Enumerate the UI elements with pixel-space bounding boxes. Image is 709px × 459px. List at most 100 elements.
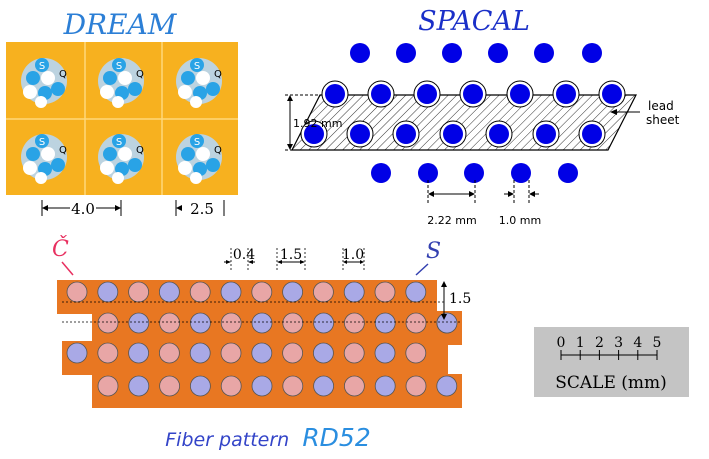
rd52-copper-strips	[57, 280, 462, 408]
dream-q-fiber-label: Q	[214, 69, 222, 80]
spacal-fiber	[350, 43, 370, 63]
dream-q-fiber	[118, 147, 132, 161]
rd52-c-fiber	[405, 375, 427, 397]
spacal-dim-thickness-label: 1.92 mm	[293, 117, 342, 130]
rd52-c-fiber	[343, 312, 365, 334]
spacal-dim-fiber-label: 1.0 mm	[499, 214, 541, 227]
dream-dim-right-label: 2.5	[190, 200, 214, 218]
rd52-c-pointer	[61, 261, 74, 276]
dream-s-fiber	[26, 147, 40, 161]
rd52-c-fiber	[282, 312, 304, 334]
dream-q-fiber	[178, 161, 192, 175]
rd52-c-fiber	[128, 281, 150, 303]
dream-q-fiber-label: Q	[59, 145, 67, 156]
rd52-c-fiber	[220, 375, 242, 397]
dream-q-fiber	[100, 85, 114, 99]
scale-label: SCALE (mm)	[555, 373, 667, 393]
dream-dimension-width: 4.0	[41, 200, 122, 218]
rd52-s-fiber	[189, 342, 211, 364]
rd52-c-fiber	[374, 281, 396, 303]
spacal-fiber	[510, 84, 530, 104]
rd52-title: Fiber pattern RD52	[165, 423, 371, 452]
rd52-s-fiber	[343, 281, 365, 303]
dream-q-fiber	[100, 161, 114, 175]
rd52-title-name: RD52	[302, 423, 370, 452]
spacal-fiber	[464, 163, 484, 183]
spacal-fiber	[582, 124, 602, 144]
dream-s-fiber	[206, 82, 220, 96]
dream-s-fiber	[26, 71, 40, 85]
rd52-c-fiber	[282, 375, 304, 397]
rd52-s-fiber	[436, 375, 458, 397]
dream-q-fiber	[196, 147, 210, 161]
rd52-s-fiber	[251, 342, 273, 364]
dream-fiber-tile: SQ	[98, 134, 144, 184]
rd52-c-fiber	[159, 312, 181, 334]
dream-s-fiber	[112, 58, 126, 72]
rd52-c-fiber	[405, 312, 427, 334]
spacal-lead-label-2: sheet	[646, 113, 680, 127]
dream-q-fiber	[112, 172, 124, 184]
rd52-c-fiber	[97, 375, 119, 397]
dream-s-fiber-label: S	[39, 61, 45, 72]
dream-q-fiber	[190, 96, 202, 108]
rd52-s-fiber	[436, 312, 458, 334]
scale-tick-label: 4	[633, 335, 642, 351]
dream-s-fiber	[35, 134, 49, 148]
spacal-dimension-thickness: 1.92 mm	[285, 94, 342, 151]
dream-s-fiber	[128, 158, 142, 172]
rd52-s-fiber	[189, 375, 211, 397]
dream-s-fiber	[35, 58, 49, 72]
spacal-title: SPACAL	[418, 6, 530, 37]
spacal-fiber	[556, 84, 576, 104]
rd52-dimension-c: 1.0	[342, 247, 365, 272]
dream-s-fiber	[190, 134, 204, 148]
spacal-fiber	[443, 124, 463, 144]
dream-q-fiber	[112, 96, 124, 108]
spacal-fibers	[300, 43, 626, 183]
rd52-s-fiber	[97, 281, 119, 303]
dream-s-fiber	[206, 158, 220, 172]
spacal-fiber	[396, 43, 416, 63]
rd52-s-fiber	[128, 375, 150, 397]
rd52-copper-strip	[57, 280, 437, 304]
dream-s-fiber	[181, 147, 195, 161]
spacal-fiber	[371, 84, 391, 104]
dream-q-fiber-label: Q	[136, 69, 144, 80]
rd52-c-fiber	[282, 342, 304, 364]
rd52-s-fiber	[220, 281, 242, 303]
dream-s-fiber-label: S	[116, 137, 122, 148]
rd52-s-fiber	[313, 312, 335, 334]
spacal-fiber	[488, 43, 508, 63]
spacal-fiber	[371, 163, 391, 183]
spacal-fiber	[418, 163, 438, 183]
spacal-fiber	[325, 84, 345, 104]
rd52-s-fiber	[405, 281, 427, 303]
dream-fiber-tile: SQ	[98, 58, 144, 108]
rd52-s-label: S	[426, 239, 441, 264]
dream-dimension-right: 2.5	[175, 200, 225, 218]
spacal-lead-label-1: lead	[648, 99, 674, 113]
rd52-c-fiber	[251, 281, 273, 303]
rd52-c-fiber	[66, 281, 88, 303]
rd52-c-fiber	[97, 342, 119, 364]
dream-title: DREAM	[63, 8, 178, 41]
dream-q-fiber-label: Q	[59, 69, 67, 80]
scale-tick-label: 3	[614, 335, 623, 351]
spacal-fiber	[558, 163, 578, 183]
rd52-c-fiber	[220, 312, 242, 334]
spacal-dimension-fiber: 1.0 mm	[499, 180, 541, 227]
rd52-c-fiber	[189, 281, 211, 303]
rd52-c-fiber	[158, 342, 180, 364]
rd52-s-fiber	[66, 342, 88, 364]
spacal-dim-pitch-label: 2.22 mm	[427, 214, 476, 227]
dream-s-fiber	[128, 82, 142, 96]
dream-q-fiber-label: Q	[136, 145, 144, 156]
rd52-copper-strip	[92, 311, 462, 335]
dream-dim-width-label: 4.0	[71, 200, 95, 218]
dream-q-fiber	[23, 85, 37, 99]
dream-s-fiber	[103, 71, 117, 85]
